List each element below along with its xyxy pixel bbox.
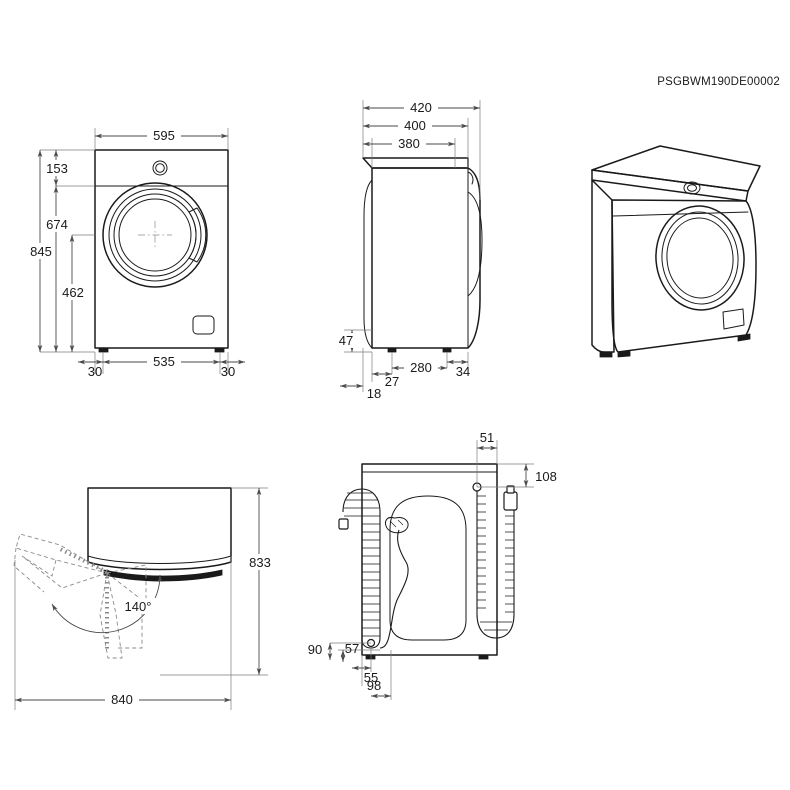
back-dim-label-55: 55 — [364, 670, 378, 685]
iso-door-glass — [666, 217, 734, 299]
side-dim-label-27: 27 — [385, 374, 399, 389]
back-drain-hose-collar — [338, 518, 349, 530]
iso-left-side-panel — [591, 179, 615, 353]
isometric-perspective-view — [591, 145, 761, 358]
front-foot-right — [214, 347, 225, 353]
iso-foot-front — [617, 350, 631, 358]
plan-door-closed-strip — [103, 569, 223, 582]
plan-dim-label-840: 840 — [111, 692, 133, 707]
front-pump-filter-flap[interactable] — [192, 315, 215, 335]
side-dim-label-420: 420 — [410, 100, 432, 115]
back-inlet-hose-coupling-tip — [506, 485, 515, 494]
back-dim-label-98: 98 — [367, 678, 381, 693]
front-dim-label-845: 845 — [30, 244, 52, 259]
back-service-panel-outline — [389, 495, 467, 641]
top-plan-door-swing-view: 140° 833 840 — [13, 487, 276, 710]
front-dim-label-535: 535 — [153, 354, 175, 369]
iso-foot-right — [737, 333, 751, 342]
side-dim-label-34: 34 — [456, 364, 470, 379]
back-power-plug-pins — [389, 519, 404, 528]
back-dim-label-51: 51 — [480, 430, 494, 445]
plan-door-leading-edge-a — [57, 546, 108, 574]
back-foot-right — [478, 654, 489, 660]
front-cabinet-outline — [94, 149, 229, 349]
plan-dim-label-140deg: 140° — [125, 599, 152, 614]
side-dim-label-18: 18 — [367, 386, 381, 401]
iso-pump-filter-flap[interactable] — [722, 308, 745, 330]
side-door-bulge — [467, 191, 483, 297]
back-power-cord — [379, 529, 409, 649]
side-dim-label-47: 47 — [339, 333, 353, 348]
back-inlet-hose — [476, 488, 515, 639]
back-power-plug — [385, 517, 409, 534]
side-foot-rear — [387, 347, 397, 353]
side-dim-label-380: 380 — [398, 136, 420, 151]
rear-elevation-view: 51 108 90 57 55 98 — [308, 430, 557, 700]
iso-door-ring-2 — [661, 211, 739, 305]
side-elevation-view: 420 400 380 47 18 27 280 — [334, 100, 483, 401]
front-dim-label-674: 674 — [46, 217, 68, 232]
front-dim-label-foot-left-30: 30 — [88, 364, 102, 379]
side-rear-panel-step — [363, 179, 373, 349]
front-dim-label-foot-right-30: 30 — [221, 364, 235, 379]
plan-front-edge-line — [87, 555, 232, 564]
back-drain-hose-ribs — [344, 492, 380, 637]
iso-program-knob-outer[interactable] — [683, 181, 701, 195]
front-door-handle-notch[interactable] — [188, 207, 207, 263]
back-dim-label-108: 108 — [535, 469, 557, 484]
side-worktop-overhang — [362, 157, 469, 169]
plan-door-open-phantom-1 — [99, 572, 123, 659]
back-drain-hose — [342, 488, 381, 649]
back-dim-label-57: 57 — [345, 641, 359, 656]
front-foot-left — [98, 347, 109, 353]
plan-door-open-phantom-5 — [106, 564, 147, 600]
plan-door-open-phantom-6 — [13, 547, 45, 593]
side-door-handle-nib — [467, 171, 474, 185]
front-dim-label-595: 595 — [153, 128, 175, 143]
front-elevation-view: 595 845 674 462 153 30 535 30 — [26, 128, 245, 379]
back-panel-outline — [361, 463, 498, 656]
front-door-outer-ring[interactable] — [102, 182, 208, 288]
front-dim-label-462: 462 — [62, 285, 84, 300]
front-program-knob-inner[interactable] — [155, 163, 165, 173]
front-door-glass — [118, 198, 192, 272]
back-dim-label-90: 90 — [308, 642, 322, 657]
plan-door-open-phantom-3 — [15, 533, 108, 574]
plan-cabinet-outline — [87, 487, 232, 571]
iso-program-knob-inner[interactable] — [687, 184, 697, 192]
iso-worktop-edge — [591, 169, 749, 202]
iso-front-face — [611, 199, 757, 353]
iso-control-panel-divider — [612, 211, 749, 217]
back-foot-left — [365, 654, 376, 660]
iso-foot-left — [599, 351, 613, 358]
iso-worktop-top — [591, 145, 761, 192]
front-dim-label-153: 153 — [46, 161, 68, 176]
document-id-label: PSGBWM190DE00002 — [657, 76, 780, 88]
side-dim-label-400: 400 — [404, 118, 426, 133]
back-inlet-hose-ribs — [477, 495, 514, 631]
plan-dim-label-833: 833 — [249, 555, 271, 570]
side-dim-label-280: 280 — [410, 360, 432, 375]
front-program-knob-outer[interactable] — [152, 160, 168, 176]
front-door-ring-2 — [108, 188, 202, 282]
plan-door-swing-arc — [51, 574, 163, 633]
side-foot-front — [442, 347, 452, 353]
side-cabinet-profile — [371, 167, 481, 349]
iso-door-outer-ring[interactable] — [652, 202, 749, 313]
back-inlet-hose-coupling-nut — [503, 491, 518, 511]
plan-door-open-phantom-4 — [21, 555, 108, 589]
